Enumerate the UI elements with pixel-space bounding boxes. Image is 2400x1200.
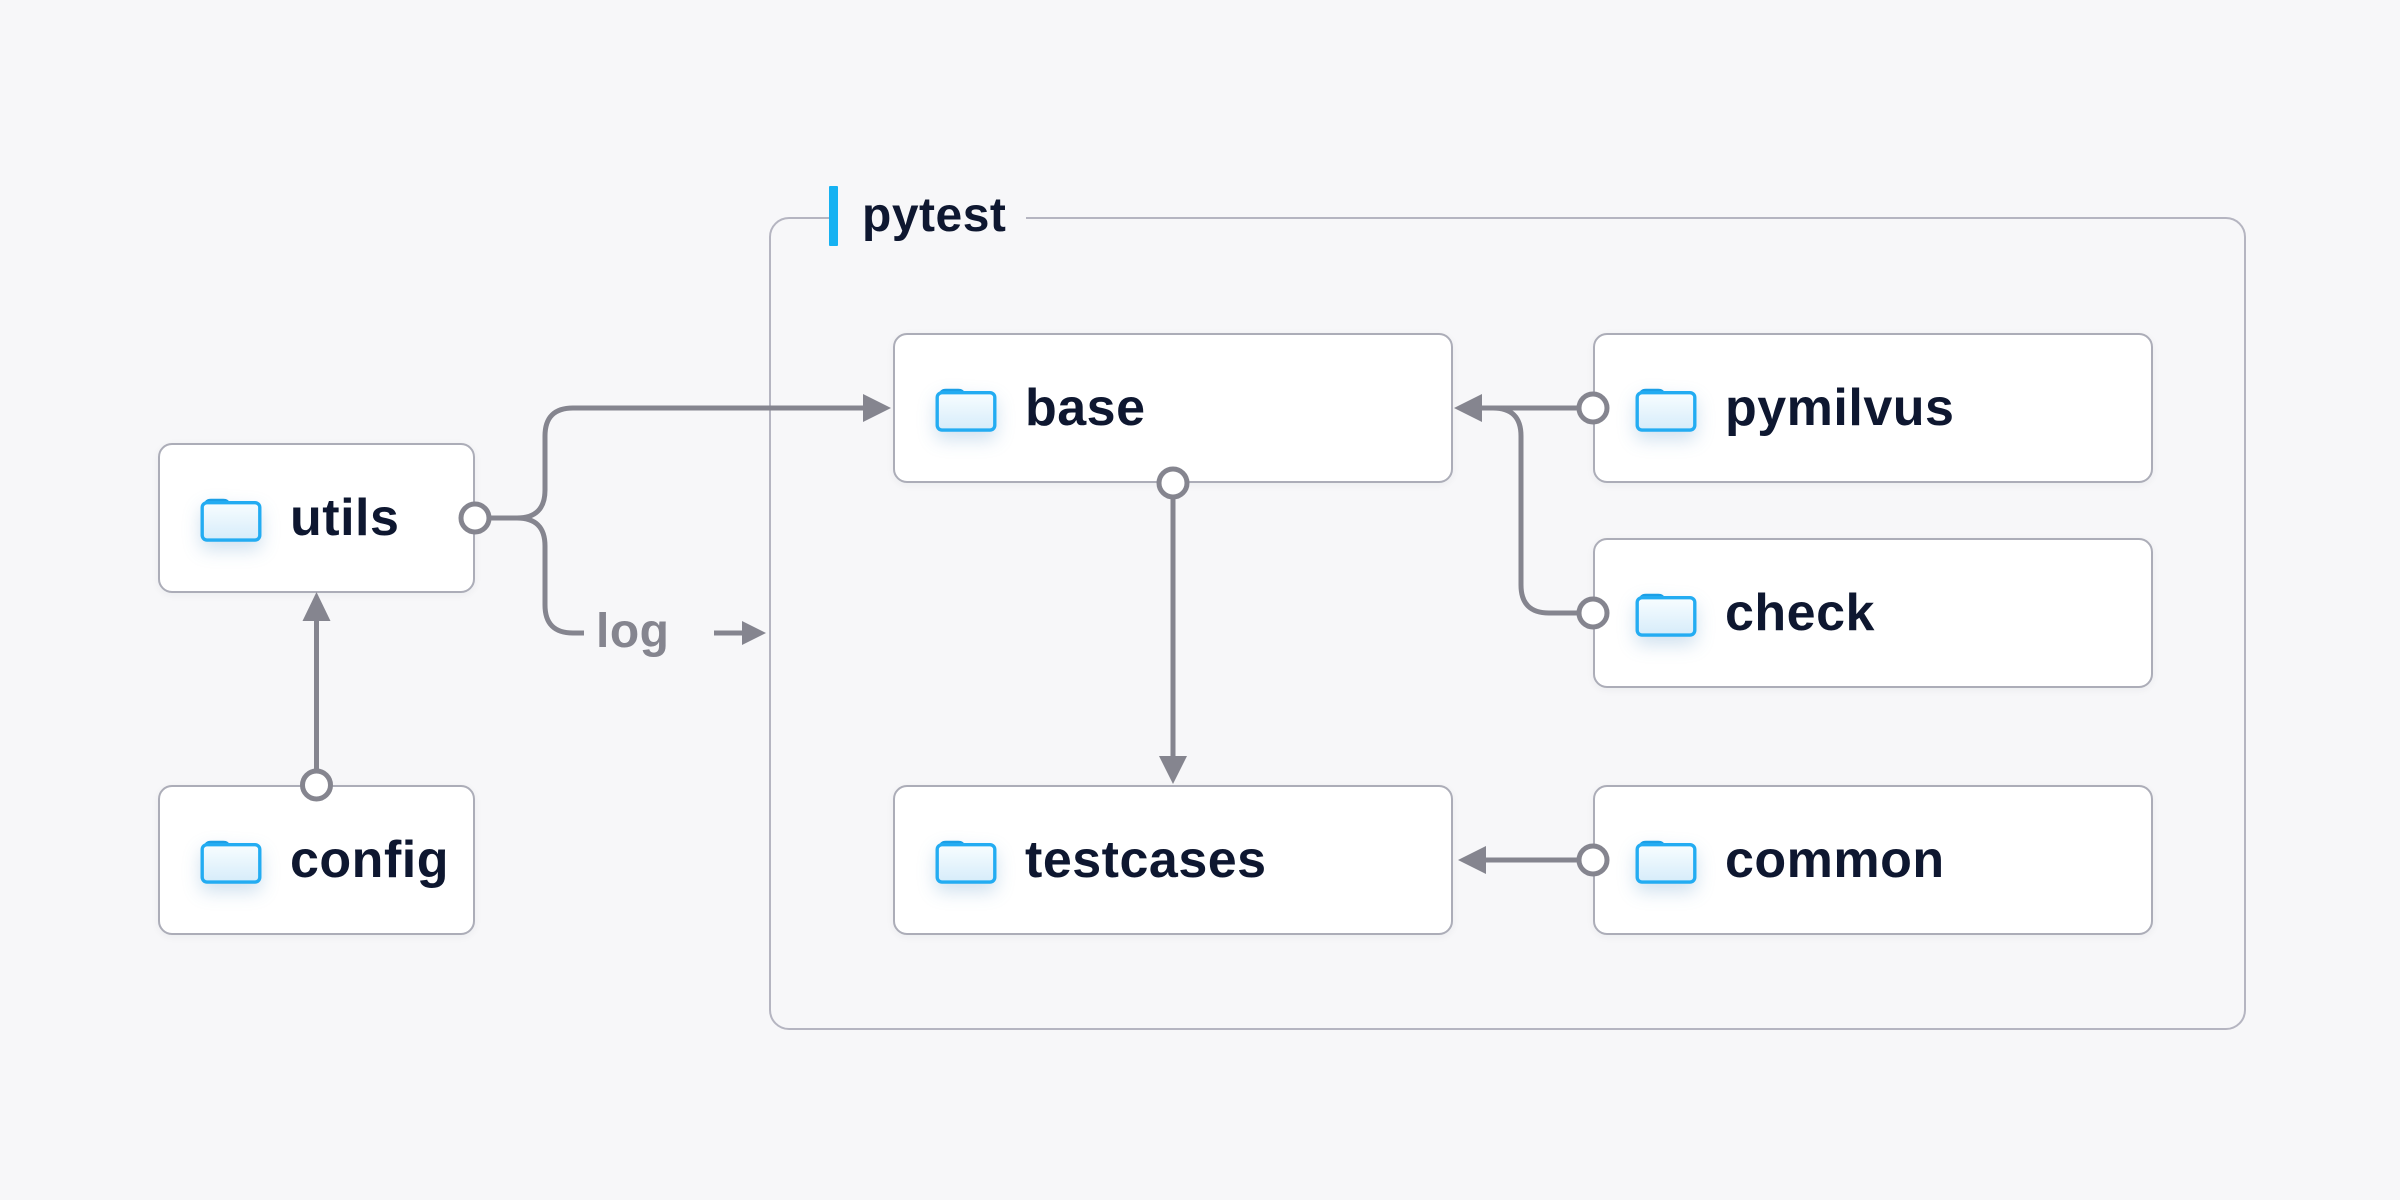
edge-config-utils: [300, 592, 333, 802]
edge-label-log: log: [596, 605, 670, 658]
folder-icon: [200, 836, 262, 884]
node-pymilvus: pymilvus: [1593, 333, 2153, 483]
node-label: utils: [290, 489, 400, 547]
node-common: common: [1593, 785, 2153, 935]
folder-icon: [200, 494, 262, 542]
folder-icon: [1635, 589, 1697, 637]
arrowhead-right-small: [742, 621, 766, 645]
node-label: config: [290, 831, 449, 889]
folder-icon: [1635, 836, 1697, 884]
folder-icon: [935, 836, 997, 884]
node-label: base: [1025, 379, 1146, 437]
node-check: check: [1593, 538, 2153, 688]
folder-icon: [1635, 384, 1697, 432]
node-label: testcases: [1025, 831, 1267, 889]
node-label: common: [1725, 831, 1945, 889]
node-label: pymilvus: [1725, 379, 1955, 437]
arrowhead-up: [302, 592, 331, 621]
folder-icon: [935, 384, 997, 432]
container-title: pytest: [862, 189, 1007, 242]
pytest-container-label: pytest: [829, 186, 1027, 246]
node-label: check: [1725, 584, 1875, 642]
accent-bar: [829, 186, 838, 246]
pytest-container: [769, 217, 2246, 1030]
node-config: config: [158, 785, 475, 935]
node-utils: utils: [158, 443, 475, 593]
node-base: base: [893, 333, 1453, 483]
node-testcases: testcases: [893, 785, 1453, 935]
